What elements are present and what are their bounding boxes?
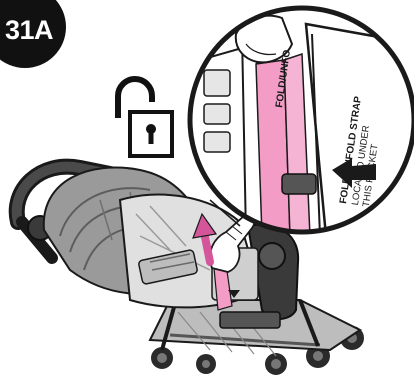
strap-detail-callout: FOLD/UNFO FOLD/UNFOLD STRAP LOCATED UNDE…	[186, 4, 414, 236]
